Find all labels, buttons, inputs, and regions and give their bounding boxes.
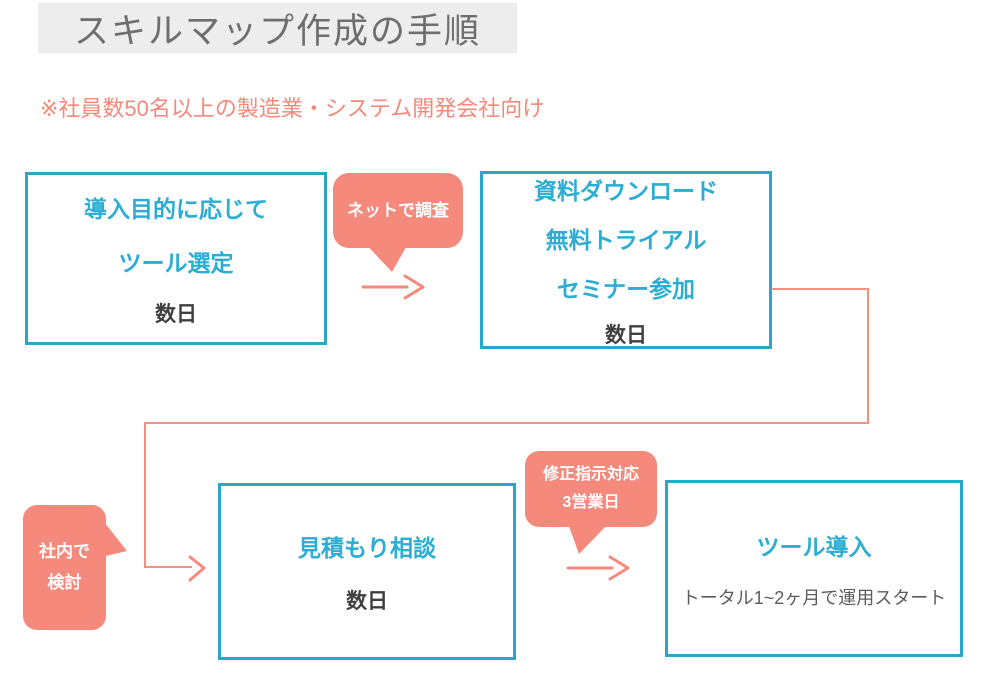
step-line: 見積もり相談: [298, 534, 436, 561]
step-box-research: 資料ダウンロード 無料トライアル セミナー参加 数日: [480, 171, 772, 349]
callout-label: ネットで調査: [347, 200, 449, 220]
callout-label: 検討: [47, 573, 82, 592]
callout-net-research: ネットで調査: [333, 173, 463, 248]
step-box-tool-introduction: ツール導入 トータル1~2ヶ月で運用スタート: [665, 480, 963, 657]
step-line: ツール導入: [756, 533, 872, 560]
callout-label: 3営業日: [562, 493, 620, 511]
callout-internal-review: 社内で 検討: [23, 505, 106, 630]
flow-connector-arrowhead-icon: [188, 555, 206, 582]
step-duration: 数日: [346, 589, 388, 613]
step-line: 導入目的に応じて: [84, 195, 268, 222]
callout-revision-response: 修正指示対応 3営業日: [525, 451, 657, 527]
step-note: トータル1~2ヶ月で運用スタート: [681, 587, 947, 608]
step-line: 資料ダウンロード: [534, 177, 718, 204]
arrow-step3-step4-head-icon: [608, 555, 630, 581]
callout-label: 修正指示対応: [542, 466, 639, 484]
step-duration: 数日: [605, 323, 647, 347]
page-title: スキルマップ作成の手順: [38, 3, 517, 53]
step-box-quote-consultation: 見積もり相談 数日: [218, 483, 516, 660]
page-subtitle: ※社員数50名以上の製造業・システム開発会社向け: [40, 96, 545, 121]
step-line: ツール選定: [118, 249, 234, 276]
step-line: セミナー参加: [557, 275, 695, 302]
step-duration: 数日: [155, 302, 197, 326]
step-box-tool-selection: 導入目的に応じて ツール選定 数日: [25, 172, 327, 345]
step-line: 無料トライアル: [545, 226, 707, 253]
arrow-step1-step2-head-icon: [403, 274, 425, 300]
callout-label: 社内で: [39, 542, 90, 562]
